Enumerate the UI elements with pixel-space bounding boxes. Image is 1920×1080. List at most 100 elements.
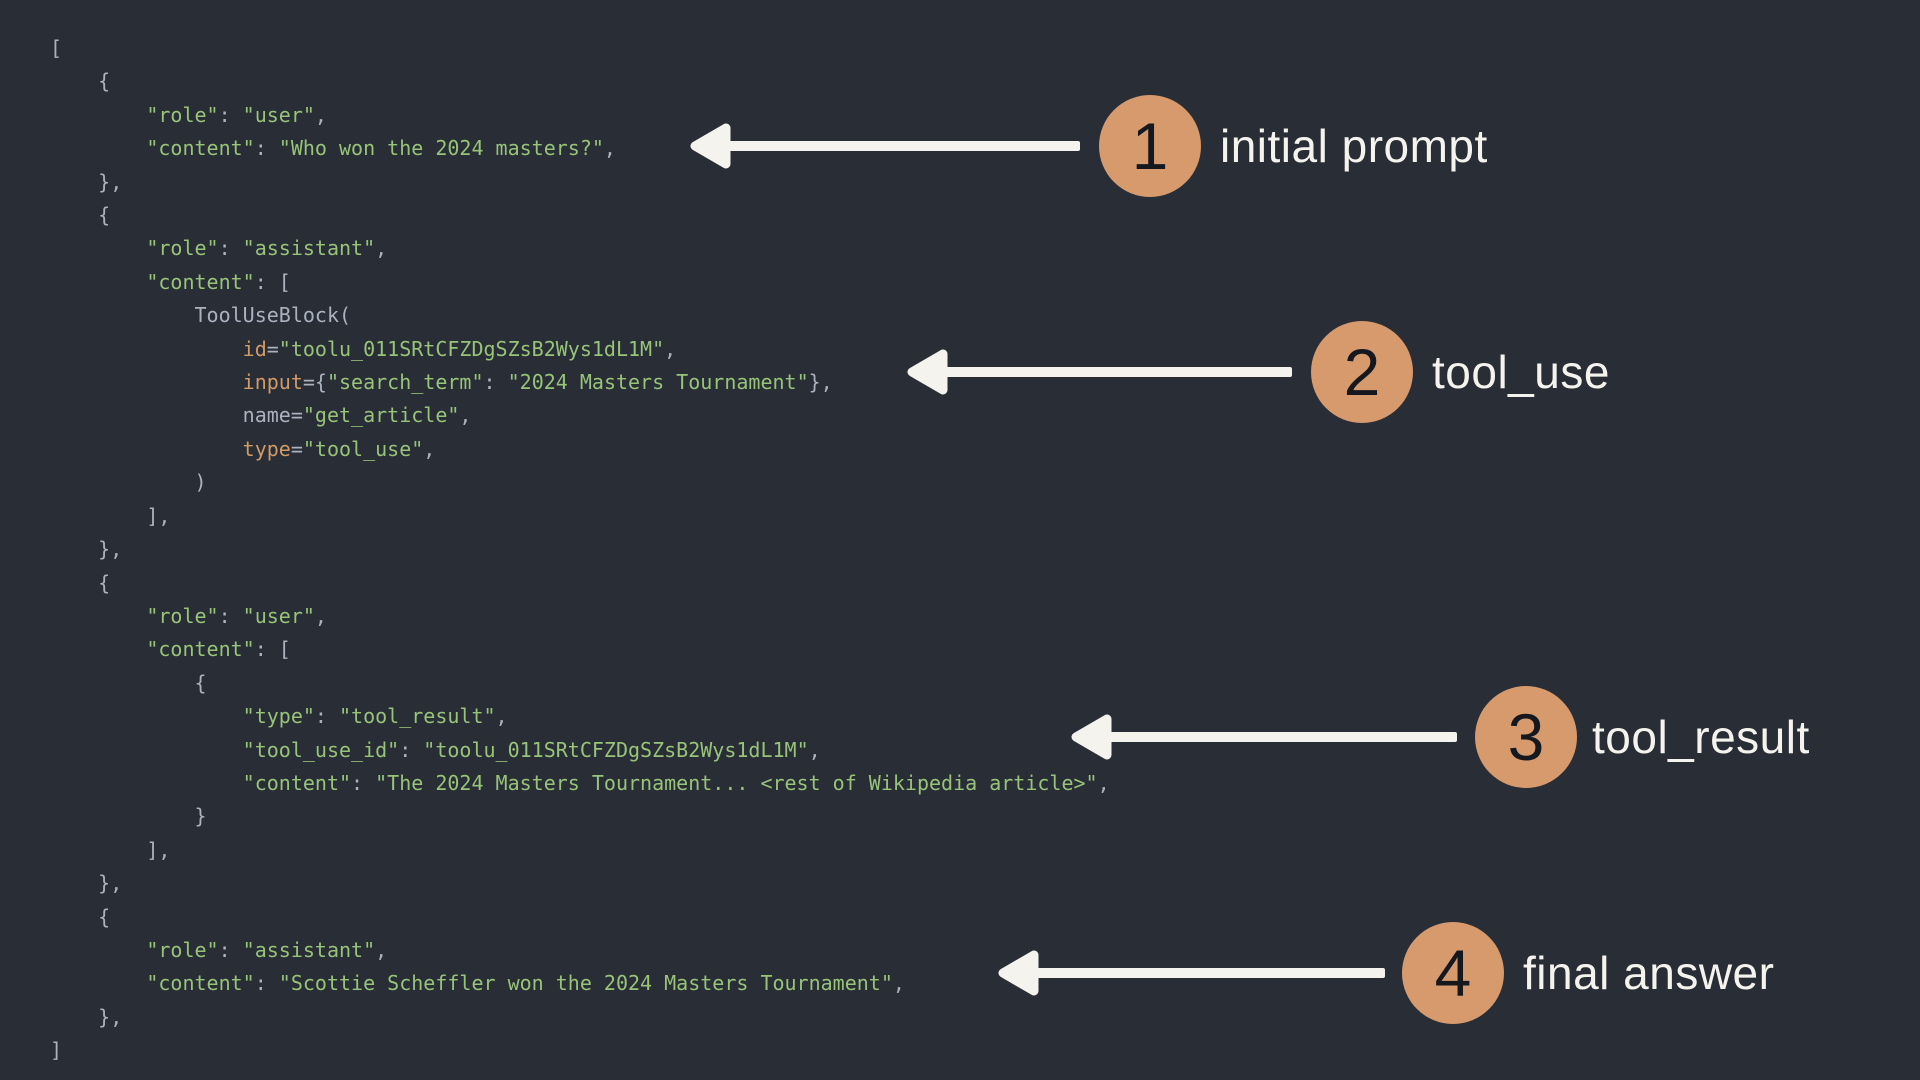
code-line: "content": [ <box>50 266 1110 299</box>
code-plain: , <box>808 737 821 762</box>
code-string: "type" <box>50 704 315 729</box>
annotation-number-badge: 2 <box>1311 321 1413 423</box>
code-string: "assistant" <box>242 236 376 261</box>
code-plain: { <box>50 69 111 94</box>
code-plain: }, <box>50 169 123 194</box>
code-string: "toolu_011SRtCFZDgSZsB2Wys1dL1M" <box>423 737 809 762</box>
code-plain: { <box>50 904 111 929</box>
code-string: "role" <box>50 603 219 628</box>
code-line: "tool_use_id": "toolu_011SRtCFZDgSZsB2Wy… <box>50 734 1110 767</box>
code-plain: , <box>314 603 327 628</box>
code-line: { <box>50 199 1110 232</box>
code-plain: }, <box>50 871 123 896</box>
code-line: name="get_article", <box>50 399 1110 432</box>
code-plain: = <box>290 436 303 461</box>
annotation-label: initial prompt <box>1220 120 1488 172</box>
code-plain: , <box>459 403 472 428</box>
annotation-label: final answer <box>1523 947 1775 999</box>
annotation-number-badge: 3 <box>1475 686 1577 788</box>
code-string: "toolu_011SRtCFZDgSZsB2Wys1dL1M" <box>278 336 665 361</box>
code-plain: } <box>50 804 207 829</box>
code-plain: : <box>351 770 376 795</box>
code-plain: }, <box>808 370 833 395</box>
code-plain: : [ <box>254 637 291 662</box>
code-line: } <box>50 800 1110 833</box>
code-plain: : <box>399 737 424 762</box>
code-line: { <box>50 667 1110 700</box>
code-plain: , <box>375 937 388 962</box>
code-string: "get_article" <box>302 403 460 428</box>
code-line: "role": "assistant", <box>50 934 1110 967</box>
code-plain: : <box>218 102 243 127</box>
code-line: ) <box>50 466 1110 499</box>
code-plain: , <box>423 436 436 461</box>
code-line: [ <box>50 32 1110 65</box>
code-line: }, <box>50 1001 1110 1034</box>
code-line: type="tool_use", <box>50 433 1110 466</box>
code-line: }, <box>50 166 1110 199</box>
code-plain: }, <box>50 537 123 562</box>
code-string: "content" <box>50 269 255 294</box>
code-plain: = <box>266 336 279 361</box>
code-line: "content": "The 2024 Masters Tournament.… <box>50 767 1110 800</box>
annotation-number-badge: 1 <box>1099 95 1201 197</box>
annotation-number-badge: 4 <box>1402 922 1504 1024</box>
code-string: "search_term" <box>326 370 484 395</box>
code-line: "role": "user", <box>50 600 1110 633</box>
code-line: { <box>50 567 1110 600</box>
code-plain: name= <box>50 403 303 428</box>
code-line: ], <box>50 500 1110 533</box>
code-string: "content" <box>50 770 352 795</box>
code-plain: , <box>892 971 905 996</box>
code-plain: { <box>50 570 111 595</box>
code-string: "2024 Masters Tournament" <box>507 370 809 395</box>
code-plain: , <box>1097 770 1110 795</box>
code-string: "assistant" <box>242 937 376 962</box>
code-block: [ { "role": "user", "content": "Who won … <box>50 32 1110 1068</box>
code-line: { <box>50 65 1110 98</box>
code-string: "content" <box>50 971 255 996</box>
code-string: "role" <box>50 102 219 127</box>
code-plain: ] <box>50 1038 63 1063</box>
code-string: "content" <box>50 637 255 662</box>
code-string: "user" <box>242 603 315 628</box>
code-line: }, <box>50 867 1110 900</box>
code-string: "tool_use_id" <box>50 737 400 762</box>
code-line: input={"search_term": "2024 Masters Tour… <box>50 366 1110 399</box>
code-string: "content" <box>50 136 255 161</box>
code-plain: }, <box>50 1004 123 1029</box>
code-string: "role" <box>50 236 219 261</box>
code-builtin: input <box>50 370 303 395</box>
code-string: "Scottie Scheffler won the 2024 Masters … <box>278 971 893 996</box>
code-plain: : <box>254 136 279 161</box>
code-plain: , <box>314 102 327 127</box>
code-string: "tool_use" <box>302 436 424 461</box>
code-line: "role": "user", <box>50 99 1110 132</box>
code-line: id="toolu_011SRtCFZDgSZsB2Wys1dL1M", <box>50 333 1110 366</box>
code-plain: , <box>375 236 388 261</box>
code-line: "role": "assistant", <box>50 232 1110 265</box>
code-plain: : <box>314 704 339 729</box>
code-plain: : <box>218 603 243 628</box>
annotation-label: tool_result <box>1592 711 1810 763</box>
code-plain: [ <box>50 36 63 60</box>
code-line: ], <box>50 834 1110 867</box>
code-plain: ) <box>50 470 207 495</box>
code-builtin: type <box>50 436 291 461</box>
code-plain: , <box>495 704 508 729</box>
annotation-label: tool_use <box>1432 346 1610 398</box>
code-line: }, <box>50 533 1110 566</box>
code-line: "content": "Who won the 2024 masters?", <box>50 132 1110 165</box>
code-line: { <box>50 901 1110 934</box>
code-plain: ={ <box>302 370 327 395</box>
code-line: ] <box>50 1034 1110 1067</box>
code-plain: ], <box>50 837 171 862</box>
code-plain: ToolUseBlock( <box>50 303 352 328</box>
code-plain: , <box>603 136 616 161</box>
code-plain: { <box>50 203 111 228</box>
code-plain: : <box>218 937 243 962</box>
code-string: "role" <box>50 937 219 962</box>
code-line: "content": "Scottie Scheffler won the 20… <box>50 967 1110 1000</box>
code-line: "content": [ <box>50 633 1110 666</box>
